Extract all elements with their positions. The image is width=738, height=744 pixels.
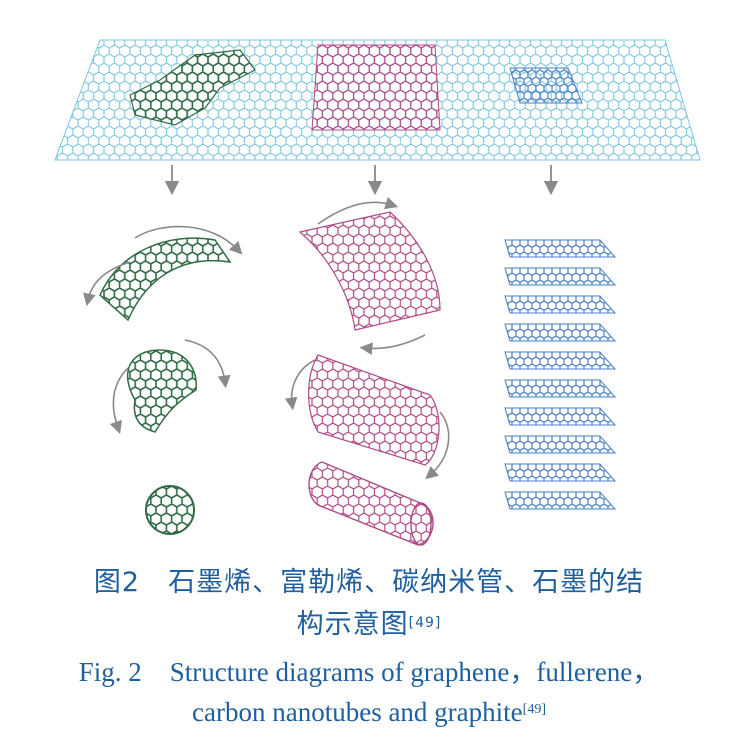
graphite-layer	[504, 351, 617, 370]
graphite-layer	[504, 407, 617, 426]
graphite-layer	[504, 435, 617, 454]
caption-cn-text-1: 石墨烯、富勒烯、碳纳米管、石墨的结	[168, 567, 645, 598]
graphite-stack	[504, 239, 617, 510]
caption-en-label: Fig. 2	[78, 657, 142, 687]
caption-cn-ref: [49]	[408, 615, 442, 631]
fullerene-column	[83, 225, 243, 535]
caption-en-ref: [49]	[522, 702, 546, 717]
caption-cn-line1: 图2 石墨烯、富勒烯、碳纳米管、石墨的结	[0, 565, 738, 601]
graphite-layer	[504, 463, 617, 482]
graphite-layer	[504, 239, 617, 258]
graphite-layer	[504, 323, 617, 342]
fullerene-ball	[145, 485, 195, 535]
down-arrows	[164, 165, 559, 196]
graphite-layer	[504, 267, 617, 286]
fullerene-half-shell	[126, 349, 197, 433]
graphene-sheet	[54, 39, 701, 161]
nanotube-curved-sheet	[298, 211, 441, 331]
pink-patch	[311, 44, 441, 131]
green-patch	[129, 49, 256, 126]
caption-en-text-1: Structure diagrams of graphene，fullerene…	[169, 657, 660, 687]
blue-patch	[509, 67, 583, 104]
caption-cn-text-2: 构示意图	[296, 609, 409, 640]
caption-cn-label: 图2	[93, 567, 141, 598]
caption-en-text-2: carbon nanotubes and graphite	[192, 697, 523, 727]
fullerene-curved-sheet	[99, 237, 232, 322]
caption-en-line1: Fig. 2 Structure diagrams of graphene，ful…	[0, 655, 738, 689]
caption-cn-line2: 构示意图[49]	[0, 607, 738, 643]
nanotube-tube	[308, 461, 434, 546]
caption-en-line2: carbon nanotubes and graphite[49]	[0, 695, 738, 729]
nanotube-column	[284, 196, 450, 546]
graphite-layer	[504, 295, 617, 314]
graphite-layer	[504, 379, 617, 398]
structure-diagram	[54, 39, 701, 546]
nanotube-half-tube	[308, 354, 440, 466]
graphite-layer	[504, 491, 617, 510]
